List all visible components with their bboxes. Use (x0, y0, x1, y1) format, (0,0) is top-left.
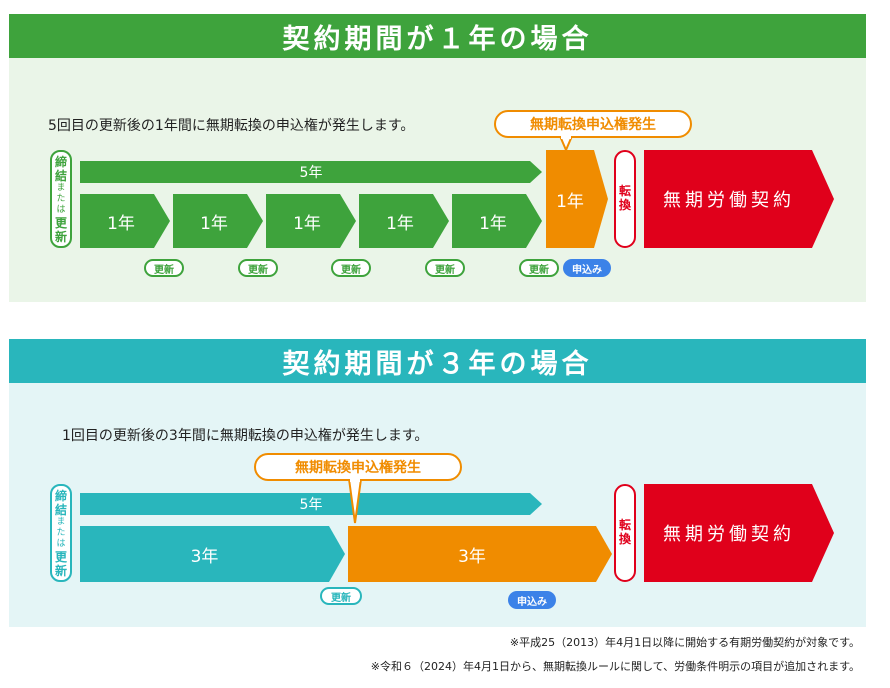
section2-apply: 申込み (508, 591, 556, 609)
section2-second-term: 3年 (348, 526, 612, 582)
section1-term-4: 1年 (359, 194, 449, 248)
section1-renewal-5: 更新 (519, 259, 559, 277)
section1-total-bar: 5年 (80, 161, 542, 183)
section1-term-5: 1年 (452, 194, 542, 248)
section2-header: 契約期間が３年の場合 (9, 339, 866, 383)
section2-conversion: 転 換 (614, 484, 636, 582)
section1-term-1: 1年 (80, 194, 170, 248)
section2-description: 1回目の更新後の3年間に無期転換の申込権が発生します。 (62, 428, 429, 444)
section1-renewal-3: 更新 (331, 259, 371, 277)
section1-apply: 申込み (563, 259, 611, 277)
section1-indefinite-contract: 無期労働契約 (644, 150, 834, 248)
section1-renewal-1: 更新 (144, 259, 184, 277)
section2-first-term: 3年 (80, 526, 345, 582)
section1-final-term: 1年 (546, 150, 608, 248)
section1-conversion: 転 換 (614, 150, 636, 248)
section1-description: 5回目の更新後の1年間に無期転換の申込権が発生します。 (48, 118, 415, 134)
footnote-1: ※平成25（2013）年4月1日以降に開始する有期労働契約が対象です。 (509, 636, 860, 649)
section2-callout-pointer (347, 479, 363, 524)
section1-term-2: 1年 (173, 194, 263, 248)
footnote-2: ※令和６（2024）年4月1日から、無期転換ルールに関して、労働条件明示の項目が… (370, 660, 860, 673)
section1-term-3: 1年 (266, 194, 356, 248)
section2-renewal: 更新 (320, 587, 362, 605)
section1-callout-pointer (558, 136, 574, 152)
section2-total-bar: 5年 (80, 493, 542, 515)
section1-callout: 無期転換申込権発生 (494, 110, 692, 138)
section2-conclusion-label: 締 結 ま た は 更 新 (50, 484, 72, 582)
section2-callout: 無期転換申込権発生 (254, 453, 462, 481)
section2-title: 契約期間が３年の場合 (282, 348, 593, 380)
section1-renewal-2: 更新 (238, 259, 278, 277)
section1-conclusion-label: 締 結 ま た は 更 新 (50, 150, 72, 248)
section1-title: 契約期間が１年の場合 (282, 23, 593, 55)
section1-header: 契約期間が１年の場合 (9, 14, 866, 58)
section1-renewal-4: 更新 (425, 259, 465, 277)
section2-indefinite-contract: 無期労働契約 (644, 484, 834, 582)
